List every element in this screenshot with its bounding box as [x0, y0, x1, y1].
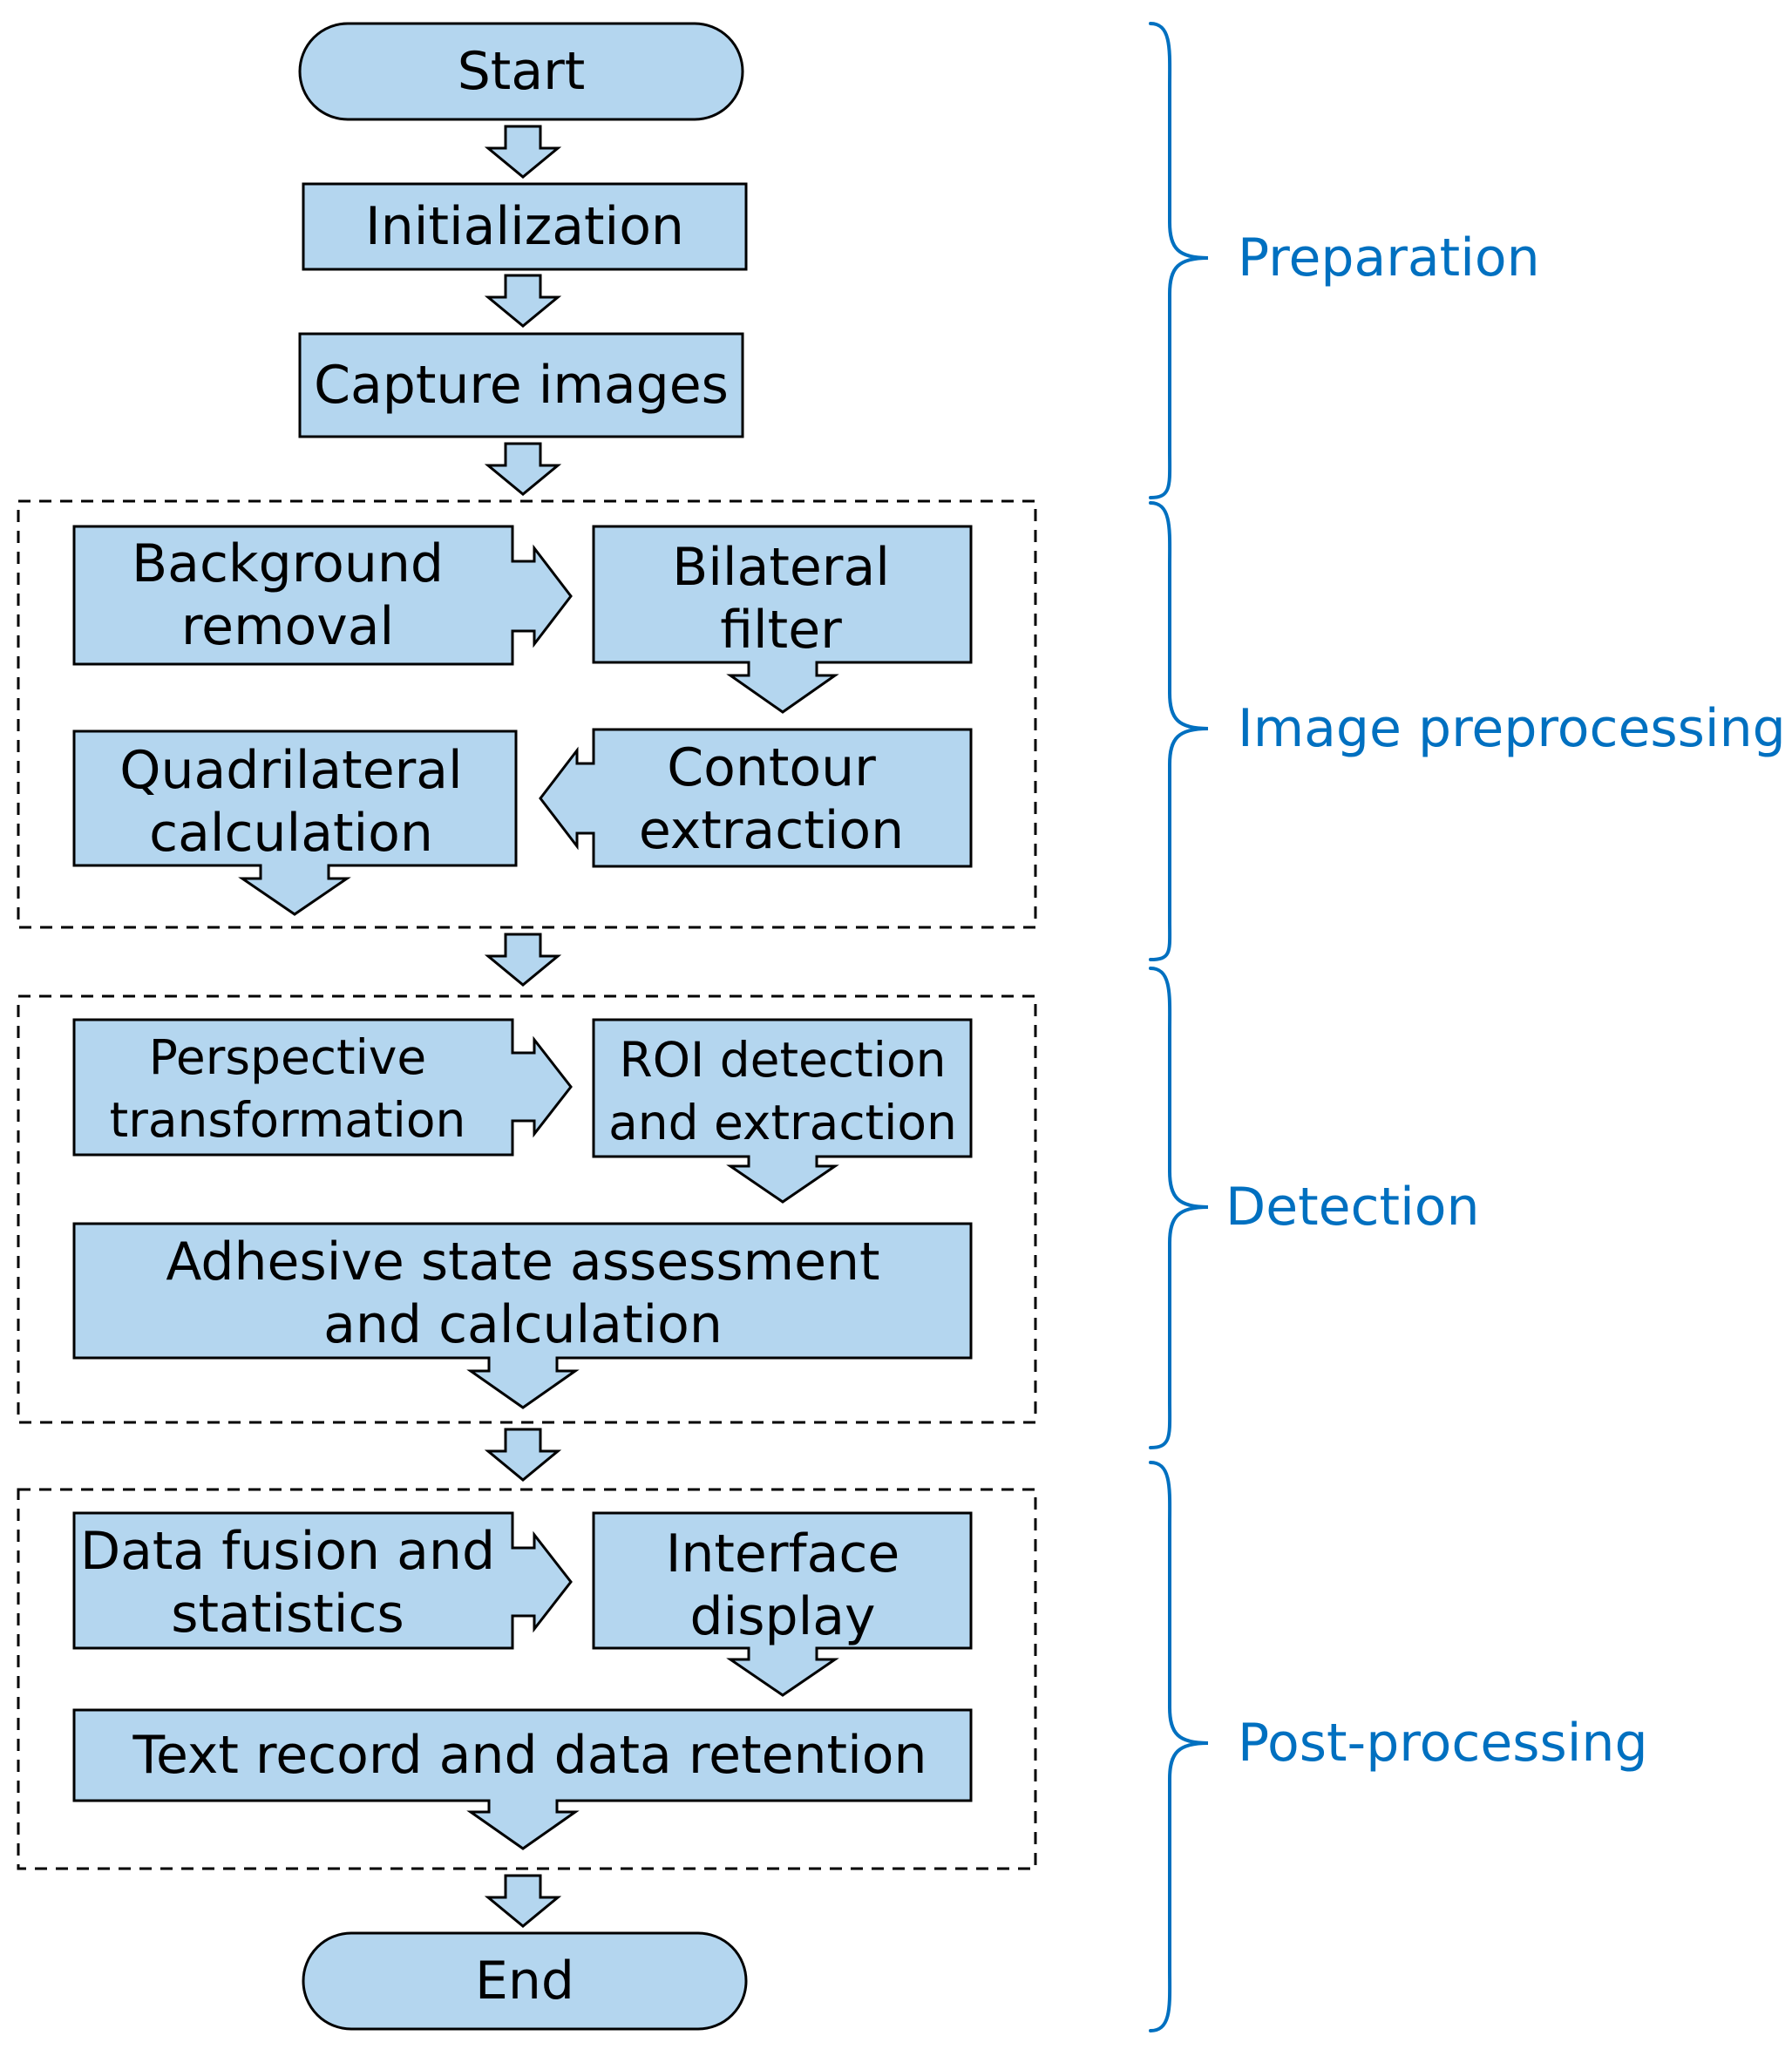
background-removal-box: [72, 525, 573, 666]
post-processing-brace: [1149, 1461, 1209, 2032]
arrow-postprocessing-to-end: [484, 1874, 562, 1928]
data-fusion-label: Data fusion and: [80, 1521, 495, 1582]
data-fusion-box: [72, 1511, 573, 1650]
arrow-preprocessing-to-detection: [484, 933, 562, 987]
roi-detection-label-line2: and extraction: [608, 1095, 957, 1150]
detection-brace: [1149, 967, 1209, 1449]
capture-images-label: Capture images: [314, 355, 729, 416]
start-terminal: [298, 22, 744, 121]
perspective-transformation-label: Perspective: [149, 1029, 427, 1085]
arrow-init-to-capture: [484, 274, 562, 328]
interface-display-label-line2: display: [689, 1586, 875, 1647]
adhesive-state-box: [72, 1222, 973, 1409]
contour-extraction-label-line2: extraction: [639, 800, 904, 861]
arrow-start-to-init: [484, 125, 562, 179]
start-label: Start: [458, 41, 586, 102]
adhesive-state-label-line2: and calculation: [323, 1294, 723, 1355]
interface-display-label: Interface: [666, 1523, 900, 1584]
contour-extraction-box: [539, 728, 973, 868]
initialization-label: Initialization: [365, 196, 684, 257]
image-preprocessing-group: [17, 499, 1037, 929]
initialization-box: [302, 182, 748, 271]
data-fusion-label-line2: statistics: [171, 1584, 404, 1645]
text-record-box: [72, 1708, 973, 1850]
bilateral-filter-label: Bilateral: [672, 537, 890, 598]
capture-images-box: [298, 332, 744, 438]
contour-extraction-label: Contour: [667, 737, 876, 798]
image-preprocessing-brace: [1149, 501, 1209, 961]
interface-display-box: [592, 1511, 973, 1697]
roi-detection-box: [592, 1018, 973, 1204]
text-record-label: Text record and data retention: [132, 1725, 927, 1786]
arrow-capture-to-preprocessing: [484, 442, 562, 496]
background-removal-label-line2: removal: [181, 596, 394, 657]
phase-label-post-processing: Post-processing: [1238, 1713, 1648, 1774]
roi-detection-label: ROI detection: [620, 1032, 947, 1088]
background-removal-label: Background: [132, 533, 444, 594]
phase-label-detection: Detection: [1225, 1177, 1479, 1238]
preparation-brace: [1149, 22, 1209, 499]
post-processing-group: [17, 1488, 1037, 1870]
phase-label-image-preprocessing: Image preprocessing: [1238, 698, 1786, 759]
bilateral-filter-label-line2: filter: [720, 600, 842, 661]
quadrilateral-calculation-label-line2: calculation: [149, 803, 433, 864]
phase-label-preparation: Preparation: [1238, 227, 1540, 288]
quadrilateral-calculation-label: Quadrilateral: [119, 740, 462, 801]
perspective-transformation-box: [72, 1018, 573, 1157]
perspective-transformation-label-line2: transformation: [110, 1092, 466, 1148]
end-label: End: [475, 1951, 574, 2012]
bilateral-filter-box: [592, 525, 973, 714]
end-terminal: [302, 1931, 748, 2031]
adhesive-state-label: Adhesive state assessment: [166, 1232, 879, 1293]
arrow-detection-to-postprocessing: [484, 1428, 562, 1482]
detection-group: [17, 994, 1037, 1424]
quadrilateral-calculation-box: [72, 729, 518, 916]
